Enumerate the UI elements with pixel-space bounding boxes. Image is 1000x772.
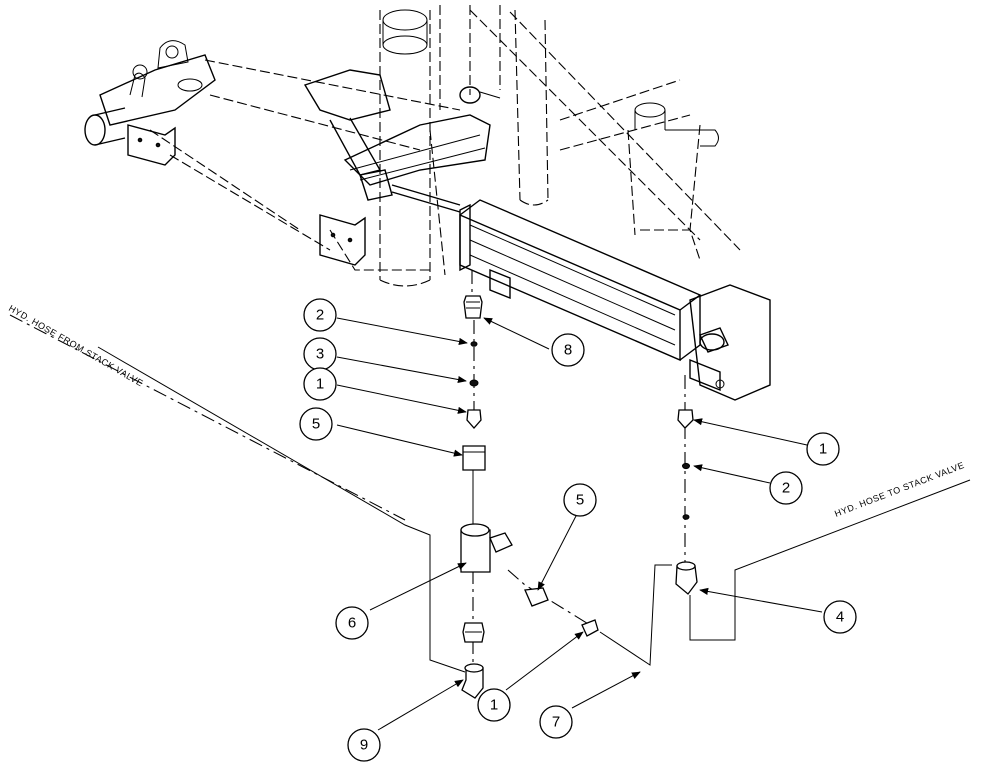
callout-8: 8 xyxy=(551,333,585,367)
hose-from-label: HYD. HOSE FROM STACK VALVE xyxy=(7,303,145,388)
callout-5-right: 5 xyxy=(563,483,597,517)
hitch-linkage xyxy=(84,40,501,266)
parts xyxy=(460,295,698,699)
callout-7: 7 xyxy=(539,705,573,739)
svg-text:7: 7 xyxy=(552,714,560,731)
svg-text:3: 3 xyxy=(316,346,324,363)
callout-1-right: 1 xyxy=(806,432,840,466)
svg-text:8: 8 xyxy=(564,342,572,359)
callout-2-upper: 2 xyxy=(303,298,337,332)
svg-text:6: 6 xyxy=(348,615,356,632)
callout-5-left: 5 xyxy=(299,407,333,441)
svg-text:2: 2 xyxy=(316,307,324,324)
callout-2-right: 2 xyxy=(769,471,803,505)
callout-4: 4 xyxy=(823,600,857,634)
svg-text:1: 1 xyxy=(819,441,827,458)
callout-1-lower: 1 xyxy=(477,688,511,722)
machine-frame xyxy=(149,5,741,287)
svg-text:1: 1 xyxy=(316,376,324,393)
svg-text:2: 2 xyxy=(782,480,790,497)
callout-3: 3 xyxy=(303,337,337,371)
hydraulic-cylinder xyxy=(459,199,771,401)
assembly-centerlines xyxy=(471,270,686,665)
callout-6: 6 xyxy=(335,606,369,640)
svg-text:5: 5 xyxy=(576,492,584,509)
svg-text:1: 1 xyxy=(490,697,498,714)
hoses xyxy=(9,314,971,673)
leader-lines xyxy=(336,317,823,731)
svg-text:9: 9 xyxy=(360,737,368,754)
callout-1-upper: 1 xyxy=(303,367,337,401)
svg-text:5: 5 xyxy=(312,416,320,433)
svg-text:4: 4 xyxy=(836,609,844,626)
callout-9: 9 xyxy=(347,728,381,762)
